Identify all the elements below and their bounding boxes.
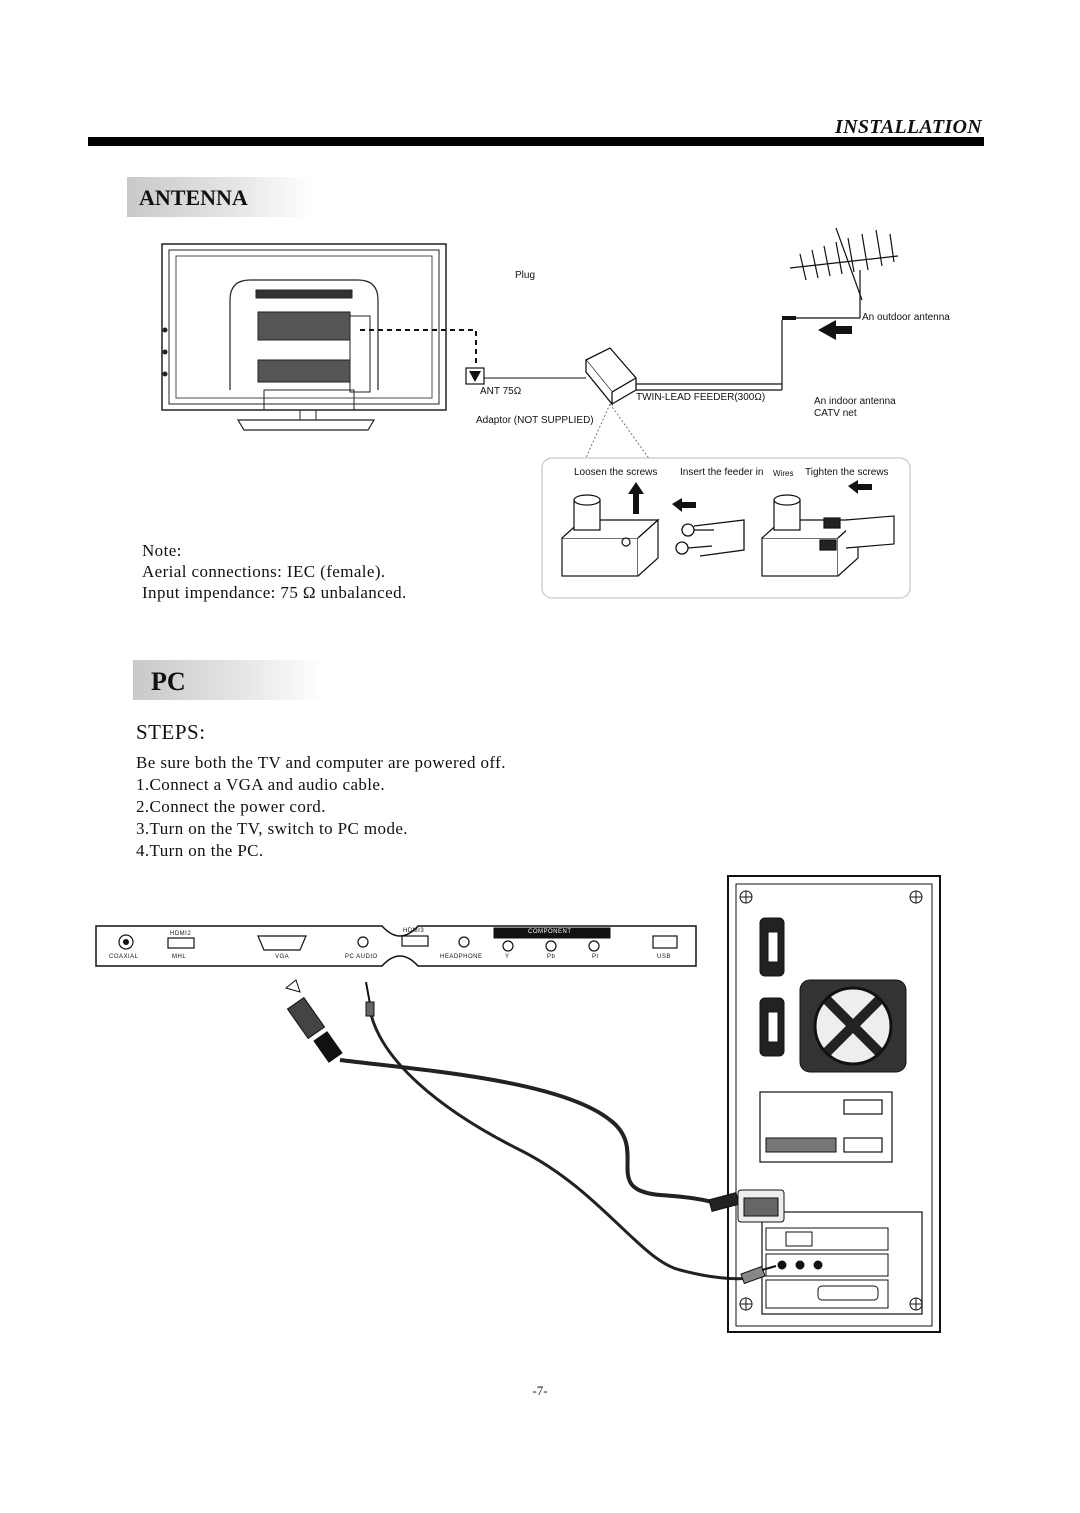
antenna-section-heading: ANTENNA (127, 177, 315, 217)
tighten-screws-label: Tighten the screws (805, 467, 889, 478)
plug-direction-arrow (284, 979, 301, 993)
outdoor-antenna-label: An outdoor antenna (862, 312, 950, 323)
catv-net-label: CATV net (814, 408, 857, 419)
outdoor-arrow (818, 320, 852, 340)
indoor-antenna-label: An indoor antenna (814, 396, 896, 407)
insert-feeder-label: Insert the feeder in (680, 467, 764, 478)
note-line-2: Input impendance: 75 Ω unbalanced. (142, 583, 407, 602)
plug-label: Plug (515, 270, 536, 281)
audio-plug-icon (365, 981, 375, 1017)
header-rule (88, 137, 984, 146)
note-title: Note: (142, 541, 182, 560)
step-3: 3.Turn on the TV, switch to PC mode. (136, 819, 408, 838)
tv-back-illustration (161, 243, 447, 431)
port-y: Y (505, 954, 510, 960)
terminal-tighten-illustration (761, 494, 895, 577)
port-usb: USB (657, 954, 671, 960)
plug-path-line (360, 329, 477, 366)
note-line-1: Aerial connections: IEC (female). (142, 562, 386, 581)
steps-list: Be sure both the TV and computer are pow… (136, 752, 506, 862)
port-vga: VGA (275, 954, 290, 960)
vga-cable (339, 1058, 721, 1207)
port-headphone: HEADPHONE (440, 954, 483, 960)
port-hdmi2: HDMI2 (170, 931, 192, 937)
page-number: -7- (532, 1383, 548, 1398)
vga-plug-icon (286, 996, 343, 1063)
pc-section-heading: PC (133, 660, 323, 700)
tighten-arrow (848, 480, 872, 494)
outdoor-antenna-icon (789, 227, 899, 301)
step-2: 2.Connect the power cord. (136, 797, 326, 816)
port-pc-audio: PC AUDIO (345, 954, 378, 960)
vga-plug-pc-side-icon (708, 1189, 785, 1223)
step-1: 1.Connect a VGA and audio cable. (136, 775, 386, 794)
step-intro: Be sure both the TV and computer are pow… (136, 753, 506, 772)
insert-arrow (672, 498, 696, 512)
adaptor-icon (584, 347, 638, 406)
wires-label: Wires (773, 469, 794, 478)
steps-title: STEPS: (136, 720, 206, 744)
step-4: 4.Turn on the PC. (136, 841, 264, 860)
loosen-screws-label: Loosen the screws (574, 467, 658, 478)
audio-plug-pc-side-icon (740, 1265, 777, 1285)
twin-lead-feeder-label: TWIN-LEAD FEEDER(300Ω) (636, 392, 766, 403)
page-header-title: INSTALLATION (835, 116, 982, 138)
loosen-arrow (628, 482, 644, 514)
terminal-loosen-illustration (561, 494, 660, 577)
tv-port-panel (95, 925, 697, 967)
port-mhl: MHL (172, 954, 187, 960)
audio-cable (368, 1009, 751, 1281)
antenna-note: Note: Aerial connections: IEC (female). … (142, 540, 407, 603)
adaptor-label: Adaptor (NOT SUPPLIED) (476, 415, 594, 426)
pc-tower-illustration (727, 875, 941, 1333)
port-component: COMPONENT (528, 929, 572, 935)
port-pb: Pb (547, 954, 556, 960)
port-coaxial: COAXIAL (109, 954, 139, 960)
ant-75-label: ANT 75Ω (480, 386, 522, 397)
ant-input-box (465, 367, 485, 385)
port-hdmi3: HDMI3 (403, 928, 425, 934)
feeder-wire-illustration (675, 519, 745, 557)
port-pr: Pr (592, 954, 599, 960)
